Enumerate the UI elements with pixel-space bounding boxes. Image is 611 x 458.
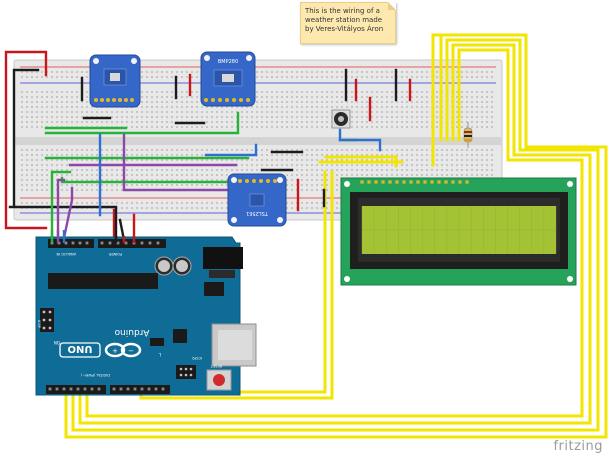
reset-label: RESET — [210, 364, 222, 368]
analog-label: ANALOG IN — [56, 252, 76, 256]
note-fold — [388, 2, 396, 10]
sensor-bmp-label: BMP280 — [218, 59, 238, 65]
icsp-label: ICSP — [37, 320, 41, 328]
on-label: ON — [54, 340, 60, 345]
wire-black-2 — [8, 205, 118, 244]
arduino-brand: Arduino — [114, 327, 149, 337]
wire-blue-3 — [338, 128, 382, 152]
wire-green-2 — [44, 111, 240, 135]
arduino-model: UNO — [68, 343, 93, 354]
wire-purple-4 — [62, 186, 74, 240]
wire-yellow-2 — [71, 38, 600, 432]
arduino-uno-board: Arduino UNO + − ON L ICSP2 RESET DIGITAL… — [35, 236, 257, 396]
potentiometer — [331, 109, 351, 129]
wire-black-1 — [12, 68, 40, 208]
annotation-note: This is the wiring of a weather station … — [300, 2, 396, 44]
fritzing-watermark: fritzing — [553, 439, 603, 454]
note-text: This is the wiring of a weather station … — [305, 7, 384, 33]
wire-green-5 — [50, 170, 72, 240]
icsp2-label: ICSP2 — [192, 356, 202, 360]
sensor-lower-label: TSL2561 — [246, 210, 269, 216]
l-label: L — [158, 352, 161, 357]
sensor-lower: TSL2561 — [227, 173, 287, 227]
svg-text:−: − — [128, 347, 134, 355]
wire-red-1 — [4, 50, 48, 230]
wire-blue-2 — [204, 143, 258, 157]
wire-purple-1 — [56, 178, 66, 240]
resistor — [463, 122, 473, 148]
wire-yellow-4 — [85, 48, 584, 418]
wire-purple-3 — [122, 133, 238, 192]
arduino-top-wires — [50, 230, 136, 243]
sensor-bmp280: BMP280 — [200, 51, 256, 107]
power-label: POWER — [108, 252, 122, 256]
svg-text:+: + — [112, 347, 118, 355]
lcd-display — [340, 177, 577, 286]
wire-yellow-3 — [78, 43, 592, 425]
sensor-left — [89, 54, 141, 108]
digital-label: DIGITAL (PWM~) — [80, 373, 110, 377]
wire-yellow-1 — [64, 33, 608, 439]
wire-yellow-9 — [431, 33, 443, 167]
arduino-logo: Arduino UNO + − — [59, 327, 149, 358]
